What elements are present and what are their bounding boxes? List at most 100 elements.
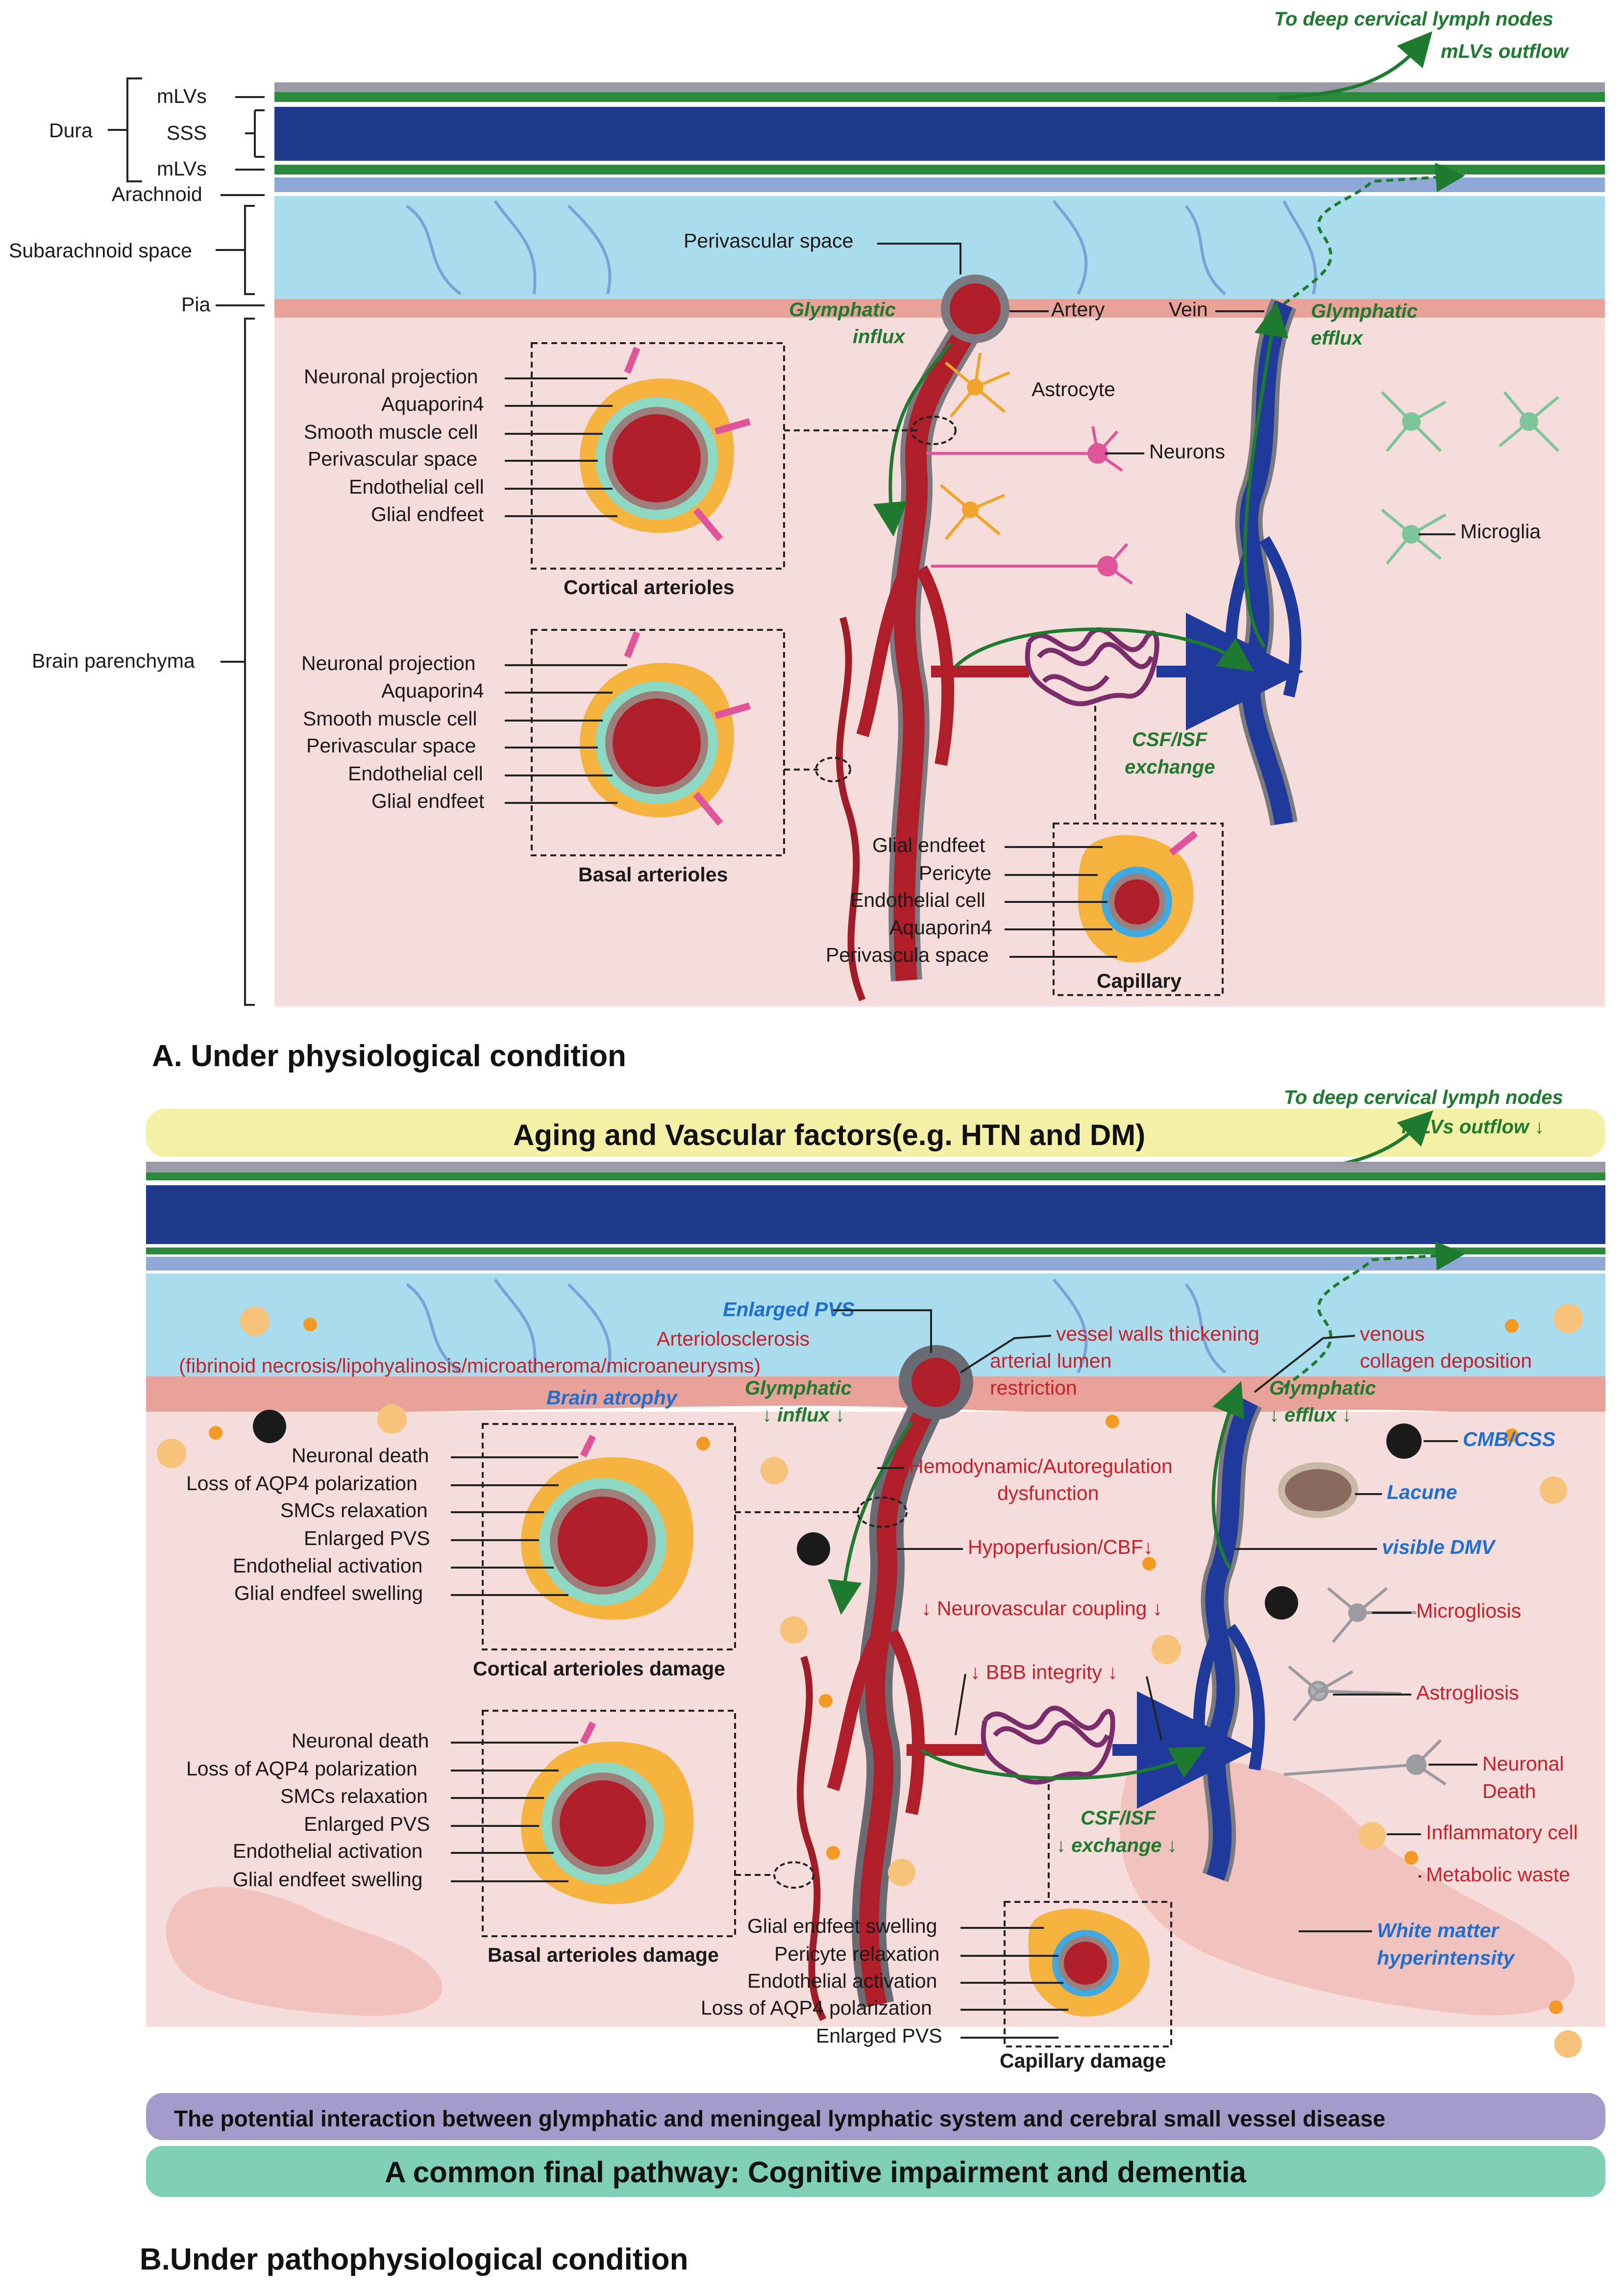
dotted-efflux-b: [1283, 1241, 1465, 1389]
basal-item-2: Aquaporin4: [381, 679, 484, 702]
top-banner-text: Aging and Vascular factors(e.g. HTN and …: [513, 1119, 1145, 1151]
brain-atrophy-label: Brain atrophy: [546, 1386, 678, 1409]
basal-labels-a: Neuronal projection Aquaporin4 Smooth mu…: [301, 652, 627, 812]
capillary-item-2: Pericyte: [919, 862, 991, 884]
basal-item-3: Smooth muscle cell: [303, 707, 477, 730]
label-mlvs-top: mLVs: [157, 85, 207, 107]
lacune-label: Lacune: [1387, 1481, 1457, 1503]
basal-b-item-3: SMCs relaxation: [280, 1785, 428, 1807]
neuronal-death-1: Neuronal: [1482, 1752, 1564, 1775]
basal-labels-b: Neuronal death Loss of AQP4 polarization…: [186, 1729, 578, 1891]
trabeculae-b: [406, 1278, 1226, 1374]
cortical-item-1: Neuronal projection: [304, 365, 478, 388]
label-astrocyte: Astrocyte: [1032, 378, 1115, 400]
neuronal-death-2: Death: [1482, 1780, 1536, 1802]
bottom-banner-2-bg: [146, 2146, 1605, 2197]
nvc: ↓ Neurovascular coupling ↓: [921, 1597, 1162, 1620]
basal-title-b: Basal arterioles damage: [488, 1944, 719, 1966]
label-vein: Vein: [1169, 298, 1208, 321]
vein-b: [1112, 1396, 1265, 1882]
bottom-banner-1-bg: [146, 2093, 1605, 2140]
microgliosis-label: Microgliosis: [1416, 1599, 1521, 1622]
subarachnoid-b: [146, 1273, 1605, 1376]
influx-b-1: Glymphatic: [745, 1377, 852, 1399]
hypoperfusion: Hypoperfusion/CBF↓: [968, 1536, 1153, 1558]
label-subarachnoid: Subarachnoid space: [9, 239, 192, 262]
astrogliosis-label: Astrogliosis: [1416, 1681, 1519, 1704]
cortical-item-2: Aquaporin4: [381, 393, 484, 415]
efflux-b-1: Glymphatic: [1269, 1377, 1376, 1399]
cortical-arterioles-inset-a: Cortical arterioles: [531, 342, 957, 599]
csf-exchange-arrow-b: [920, 1747, 1206, 1780]
basal-b-item-6: Glial endfeet swelling: [233, 1868, 422, 1891]
label-neurons: Neurons: [1149, 440, 1225, 463]
arteriolosclerosis-1: Arteriolosclerosis: [657, 1327, 810, 1350]
capillary-bed-a: [1025, 627, 1159, 706]
capillary-title-a: Capillary: [1097, 970, 1181, 992]
csf-exchange-1: CSF/ISF: [1132, 729, 1208, 750]
panel-b: Aging and Vascular factors(e.g. HTN and …: [140, 1087, 1605, 2276]
astrocyte-icon: [940, 352, 1010, 540]
label-mlvs-bottom: mLVs: [157, 157, 207, 180]
cortical-labels-a: Neuronal projection Aquaporin4 Smooth mu…: [304, 365, 627, 525]
subarachnoid-space: [274, 196, 1605, 299]
basal-b-item-4: Enlarged PVS: [304, 1813, 430, 1835]
basal-b-item-5: Endothelial activation: [233, 1840, 422, 1862]
capillary-b-item-4: Loss of AQP4 polarization: [701, 1997, 932, 2019]
capillary-inset-a: Capillary: [1053, 706, 1224, 996]
capillary-item-4: Aquaporin4: [889, 916, 992, 939]
parenchyma-a: [274, 318, 1605, 1006]
label-perivascular-space: Perivascular space: [684, 229, 853, 252]
glymphatic-influx-2: influx: [853, 326, 906, 348]
glymphatic-efflux-2: efflux: [1311, 327, 1364, 349]
sss-band: [274, 107, 1605, 161]
cortical-item-4: Perivascular space: [308, 448, 477, 470]
basal-b-item-1: Neuronal death: [292, 1729, 429, 1752]
label-arachnoid: Arachnoid: [112, 183, 202, 205]
capillary-b-item-2: Pericyte relaxation: [774, 1943, 939, 1965]
cortical-b-item-2: Loss of AQP4 polarization: [186, 1472, 418, 1495]
caption-a: A. Under physiological condition: [152, 1039, 626, 1073]
basal-item-6: Glial endfeet: [371, 790, 485, 812]
artery-a: [856, 275, 1029, 982]
basal-b-item-2: Loss of AQP4 polarization: [186, 1757, 418, 1780]
inflammatory-cells: [157, 1304, 1583, 2058]
cortical-b-item-6: Glial endfeel swelling: [234, 1582, 423, 1604]
wmh-1: White matter: [1377, 1919, 1500, 1942]
cortical-b-item-1: Neuronal death: [292, 1444, 429, 1467]
capillary-item-3: Endothelial cell: [850, 889, 985, 911]
bottom-banner-1-text: The potential interaction between glymph…: [174, 2106, 1385, 2131]
panel-a: Dura mLVs SSS mLVs Arachnoid Subarachnoi…: [9, 8, 1605, 1073]
cortical-item-6: Glial endfeet: [371, 503, 484, 525]
influx-arrow-b: [828, 1421, 913, 1615]
cmb-dots: [253, 1410, 1422, 1620]
mlvs-bottom-band: [274, 165, 1605, 175]
microgliosis-icon: [1283, 1587, 1447, 1786]
sss-band-b: [146, 1185, 1605, 1244]
wmh-blob-1: [166, 1887, 443, 2016]
capillary-labels-a: Glial endfeet Pericyte Endothelial cell …: [826, 834, 1117, 966]
basal-item-4: Perivascular space: [306, 734, 476, 757]
outflow-line2: mLVs outflow: [1441, 41, 1570, 62]
artery-b: [827, 1345, 985, 2009]
dura-top-strip: [274, 82, 1605, 92]
pia-band: [274, 299, 1605, 318]
cmb-label: CMB/CSS: [1463, 1428, 1555, 1450]
lumen-1: arterial lumen: [990, 1349, 1111, 1372]
csf-exchange-arrow-a: [954, 627, 1254, 672]
label-dura: Dura: [49, 119, 93, 142]
arachnoid-band: [274, 177, 1605, 192]
glymphatic-influx-1: Glymphatic: [789, 299, 896, 321]
basal-item-1: Neuronal projection: [301, 652, 476, 674]
lacune-icon: [1278, 1462, 1358, 1518]
metabolic-label: Metabolic waste: [1426, 1863, 1570, 1886]
basal-title-a: Basal arterioles: [578, 863, 728, 886]
hemodynamic-2: dysfunction: [997, 1482, 1099, 1504]
label-pia: Pia: [181, 293, 210, 316]
label-parenchyma: Brain parenchyma: [32, 649, 195, 672]
brackets-a: [108, 77, 265, 1006]
bottom-banner-2-text: A common final pathway: Cognitive impair…: [385, 2156, 1247, 2189]
capillary-b-item-1: Glial endfeet swelling: [747, 1915, 937, 1937]
mlvs-bottom-band-b: [146, 1248, 1605, 1254]
